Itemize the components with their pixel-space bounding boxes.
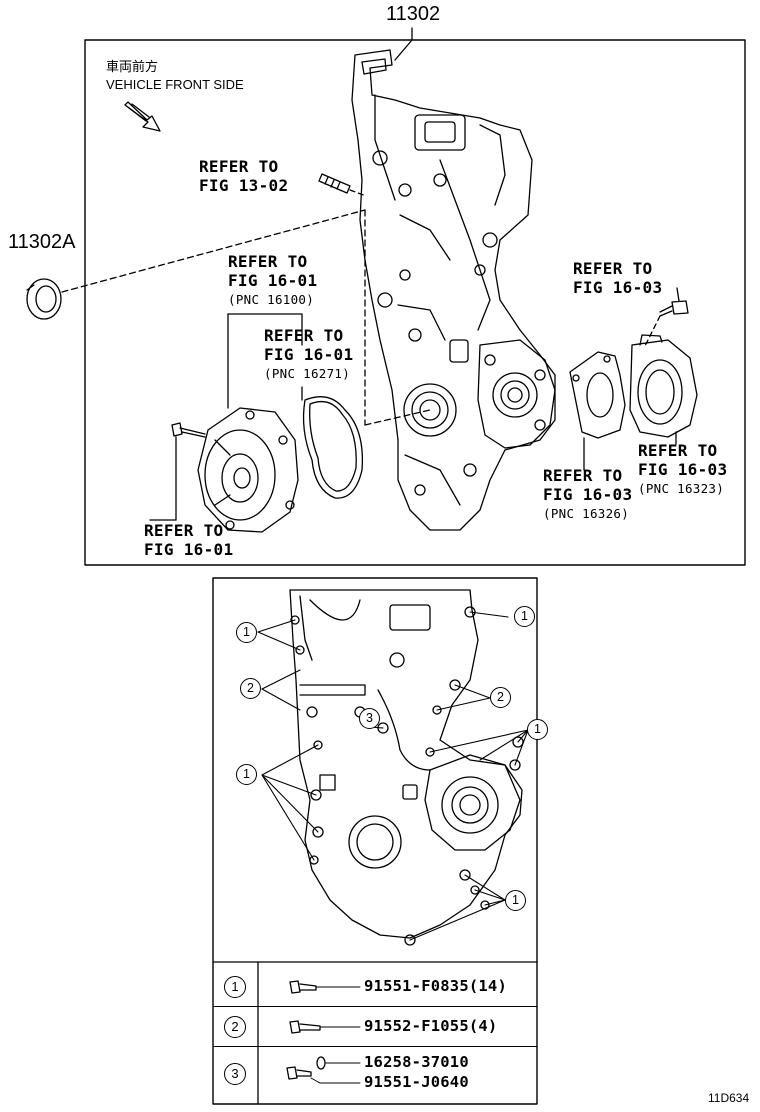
ref-pnc: (PNC 16323)	[638, 481, 725, 496]
legend-divider	[213, 1006, 537, 1007]
callout-1: 1	[514, 606, 535, 627]
ref-fig-16-01-pnc-16100[interactable]: REFER TO FIG 16-01 (PNC 16100)	[228, 252, 317, 309]
ref-line2: FIG 16-03	[543, 485, 633, 504]
ref-line2: FIG 16-01	[264, 345, 354, 364]
ref-fig-16-03-pnc-16326[interactable]: REFER TO FIG 16-03 (PNC 16326)	[543, 466, 632, 523]
ref-fig-16-01-bottom[interactable]: REFER TO FIG 16-01	[144, 521, 233, 559]
ref-line2: FIG 16-03	[573, 278, 663, 297]
thermostat-housing-drawing	[629, 334, 698, 438]
ref-pnc: (PNC 16326)	[543, 506, 630, 521]
top-diagram-frame	[84, 39, 746, 566]
callout-1: 1	[527, 719, 548, 740]
ref-pnc: (PNC 16271)	[264, 366, 351, 381]
legend-num-3: 3	[224, 1063, 246, 1085]
callout-3: 3	[359, 708, 380, 729]
ref-line1: REFER TO	[543, 466, 623, 485]
legend-divider	[213, 1046, 537, 1047]
legend-bolt-3-drawing	[286, 1056, 361, 1084]
callout-1: 1	[505, 890, 526, 911]
ref-fig-13-02[interactable]: REFER TO FIG 13-02	[199, 157, 288, 195]
water-pump-drawing	[197, 407, 299, 533]
bottom-diagram-frame	[212, 577, 538, 1105]
stud-bolt-drawing	[318, 173, 351, 194]
ref-line1: REFER TO	[573, 259, 653, 278]
callout-leaders	[257, 611, 529, 941]
thermostat-gasket-drawing	[569, 351, 626, 439]
legend-bolt-1-drawing	[289, 980, 361, 994]
seal-leader-dashed	[61, 209, 366, 293]
vehicle-front-arrow-icon	[124, 101, 161, 132]
legend-num-2: 2	[224, 1016, 246, 1038]
ref-line2: FIG 16-01	[144, 540, 234, 559]
thermostat-bolt-drawing	[659, 287, 689, 317]
ref-fig-16-03-top[interactable]: REFER TO FIG 16-03	[573, 259, 662, 297]
ref-line2: FIG 13-02	[199, 176, 289, 195]
callout-2: 2	[240, 678, 261, 699]
figure-code: 11D634	[708, 1091, 750, 1105]
callout-1: 1	[236, 622, 257, 643]
seal-part-number[interactable]: 11302A	[8, 231, 76, 253]
ref-line2: FIG 16-01	[228, 271, 318, 290]
callout-1: 1	[236, 764, 257, 785]
timing-chain-cover-drawing	[351, 49, 556, 531]
callout-2: 2	[490, 687, 511, 708]
water-pump-bolt-drawing	[171, 422, 206, 438]
ref-line1: REFER TO	[228, 252, 308, 271]
ref-pnc: (PNC 16100)	[228, 292, 315, 307]
legend-bolt-2-drawing	[289, 1020, 361, 1034]
legend-num-1: 1	[224, 976, 246, 998]
direction-note-jp: 車両前方	[106, 59, 159, 74]
ref-line1: REFER TO	[144, 521, 224, 540]
ref-line1: REFER TO	[638, 441, 718, 460]
cover-bolt-location-drawing	[289, 589, 524, 946]
ref-line1: REFER TO	[264, 326, 344, 345]
ref-fig-16-01-pnc-16271[interactable]: REFER TO FIG 16-01 (PNC 16271)	[264, 326, 353, 383]
oil-seal-drawing	[26, 278, 62, 320]
direction-note: 車両前方 VEHICLE FRONT SIDE	[106, 58, 244, 94]
legend-part-91551-J0640[interactable]: 91551-J0640	[364, 1073, 469, 1091]
legend-part-16258-37010[interactable]: 16258-37010	[364, 1053, 469, 1071]
water-pump-gasket-drawing	[302, 396, 364, 499]
ref-line1: REFER TO	[199, 157, 279, 176]
ref-fig-16-03-pnc-16323[interactable]: REFER TO FIG 16-03 (PNC 16323)	[638, 441, 727, 498]
legend-part-91552-F1055[interactable]: 91552-F1055(4)	[364, 1017, 498, 1035]
legend-part-91551-F0835[interactable]: 91551-F0835(14)	[364, 977, 507, 995]
ref-line2: FIG 16-03	[638, 460, 728, 479]
direction-note-en: VEHICLE FRONT SIDE	[106, 77, 244, 92]
main-part-number[interactable]: 11302	[386, 3, 441, 25]
